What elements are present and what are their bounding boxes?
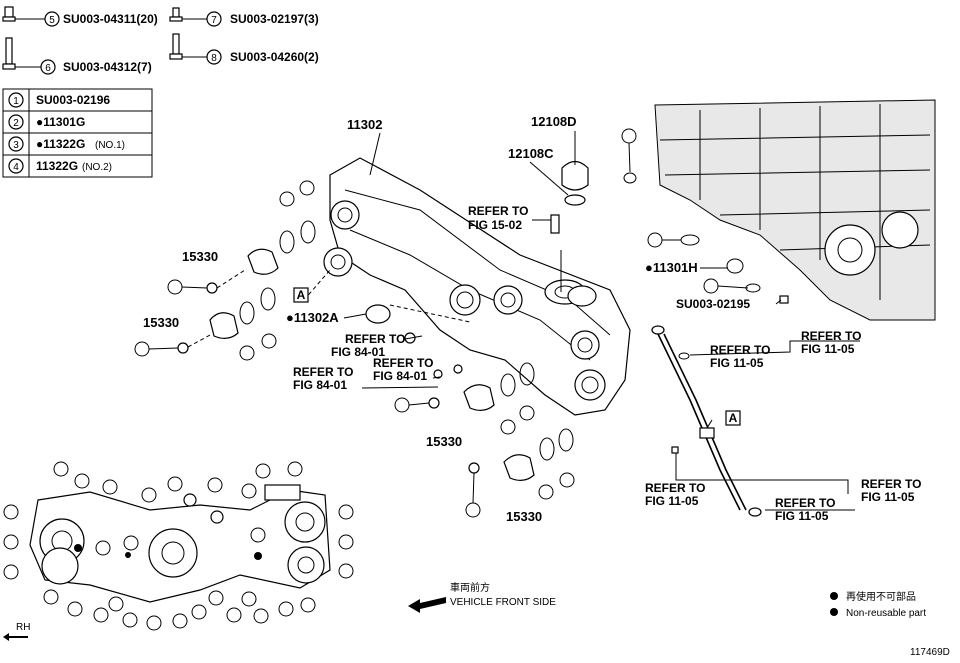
label-15330-a: 15330 [182, 249, 218, 264]
dipstick-tube [651, 325, 762, 517]
legend-row-4-num: 4 [13, 162, 19, 173]
box-a-left [293, 287, 309, 303]
engine-block-drawing [623, 99, 936, 321]
refer-11-05-d-l2: FIG 11-05 [861, 490, 915, 504]
refer-15-02-l2: FIG 15-02 [468, 218, 522, 232]
callout-5-num: 5 [49, 15, 55, 26]
label-11302: 11302 [347, 117, 382, 132]
box-a-left-label: A [297, 288, 306, 302]
label-15330-d: 15330 [506, 509, 542, 524]
callout-8-num: 8 [211, 53, 217, 64]
legend-en: Non-reusable part [846, 608, 926, 619]
refer-84-01-c-l1: REFER TO [293, 365, 353, 379]
callout-7 [206, 11, 222, 27]
bolt-8-code: SU003-04260(2) [230, 50, 319, 64]
box-a-right [725, 410, 741, 426]
callout-6-num: 6 [45, 63, 51, 74]
refer-11-05-b-l2: FIG 11-05 [710, 356, 764, 370]
refer-84-01-b-l1: REFER TO [373, 356, 433, 370]
vehicle-front-indicator: 車両前方 VEHICLE FRONT SIDE [408, 581, 556, 613]
legend-row-3-note: (NO.1) [95, 140, 125, 151]
leader-lines [148, 131, 860, 511]
callout-6 [40, 59, 56, 75]
refer-11-05-b-l1: REFER TO [710, 343, 770, 357]
cover-front-view [29, 484, 331, 603]
refer-11-05-d-l1: REFER TO [861, 477, 921, 491]
front-en: VEHICLE FRONT SIDE [450, 597, 556, 608]
legend-row-3-num: 3 [13, 140, 19, 151]
timing-cover-drawing [323, 157, 631, 416]
legend-row-1-code: SU003-02196 [36, 93, 110, 107]
label-su003-02195: SU003-02195 [676, 297, 750, 311]
bolt-8-icon [169, 33, 207, 60]
legend-row-4-code: 11322G [36, 159, 78, 173]
label-12108d: 12108D [531, 114, 577, 129]
refer-15-02-l1: REFER TO [468, 204, 528, 218]
part-labels: 11302 12108D 12108C 15330 15330 15330 15… [143, 114, 750, 524]
bolt-7-code: SU003-02197(3) [230, 12, 319, 26]
refer-84-01-a-l2: FIG 84-01 [331, 345, 385, 359]
refer-84-01-b-l2: FIG 84-01 [373, 369, 427, 383]
legend-row-1-num: 1 [13, 96, 19, 107]
refer-11-05-c-l1: REFER TO [645, 481, 705, 495]
refer-labels: REFER TO FIG 15-02 REFER TO FIG 84-01 RE… [293, 204, 921, 523]
refer-11-05-e-l2: FIG 11-05 [775, 509, 829, 523]
bolt-6-code: SU003-04312(7) [63, 60, 152, 74]
bolt-references: 5 SU003-04311(20) 7 SU003-02197(3) 6 SU0… [2, 6, 319, 75]
legend-row-4-note: (NO.2) [82, 162, 112, 173]
bolt-7-icon [169, 7, 207, 22]
legend-nonreusable: 再使用不可部品 Non-reusable part [830, 590, 926, 619]
refer-84-01-a-l1: REFER TO [345, 332, 405, 346]
refer-11-05-a-l1: REFER TO [801, 329, 861, 343]
cam-sensor-parts [177, 220, 574, 481]
bullet-icon [830, 608, 838, 616]
refer-11-05-a-l2: FIG 11-05 [801, 342, 855, 356]
refer-11-05-e-l1: REFER TO [775, 496, 835, 510]
legend-row-2-code: ●11301G [36, 115, 85, 129]
refer-84-01-c-l2: FIG 84-01 [293, 378, 347, 392]
bolt-5-icon [2, 6, 46, 22]
arrow-left-icon [408, 597, 446, 613]
main-callouts [134, 128, 719, 518]
label-12108c: 12108C [508, 146, 554, 161]
rh-indicator: RH [3, 622, 30, 641]
legend-row-2-num: 2 [13, 118, 19, 129]
figure-id: 117469D [910, 647, 950, 658]
label-15330-c: 15330 [426, 434, 462, 449]
legend-table: 1 SU003-02196 2 ●11301G 3 ●11322G (NO.1)… [2, 88, 153, 178]
legend-jp: 再使用不可部品 [846, 590, 916, 603]
label-11301h: ●11301H [645, 260, 698, 275]
callout-7-num: 7 [211, 15, 217, 26]
label-15330-b: 15330 [143, 315, 179, 330]
bullet-icon [830, 592, 838, 600]
callout-8 [206, 49, 222, 65]
rh-label: RH [16, 622, 30, 633]
refer-11-05-c-l2: FIG 11-05 [645, 494, 699, 508]
box-a-right-label: A [729, 411, 738, 425]
cover-callouts [3, 461, 354, 631]
callout-5 [44, 11, 60, 27]
bolt-6-icon [2, 37, 41, 70]
front-jp: 車両前方 [450, 581, 490, 594]
bolt-5-code: SU003-04311(20) [63, 12, 158, 26]
arrow-left-icon [3, 633, 28, 641]
label-11302a: ●11302A [286, 310, 339, 325]
legend-row-3-code: ●11322G [36, 137, 85, 151]
